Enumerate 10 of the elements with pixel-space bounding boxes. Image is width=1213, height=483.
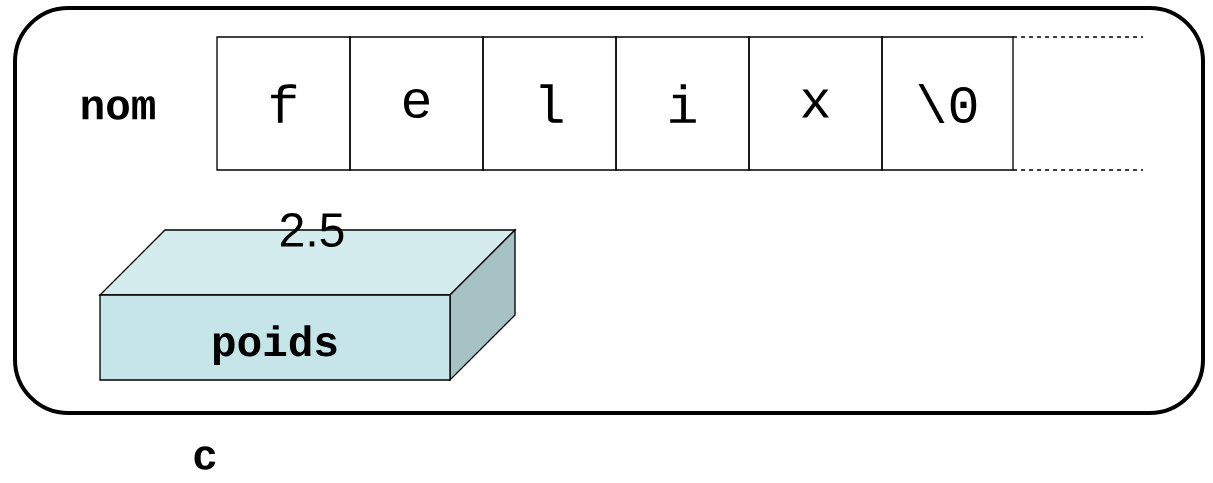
array-cell: i [615,36,750,171]
array-cell: l [482,36,617,171]
array-cell: \0 [881,36,1014,171]
node-label: c [194,446,216,470]
row-label: nom [82,96,155,120]
array-cell: x [748,36,883,171]
array-cell: e [349,36,484,171]
frame-box [13,6,1205,415]
array-cell: f [216,36,351,171]
open-array-cell [1012,36,1144,171]
